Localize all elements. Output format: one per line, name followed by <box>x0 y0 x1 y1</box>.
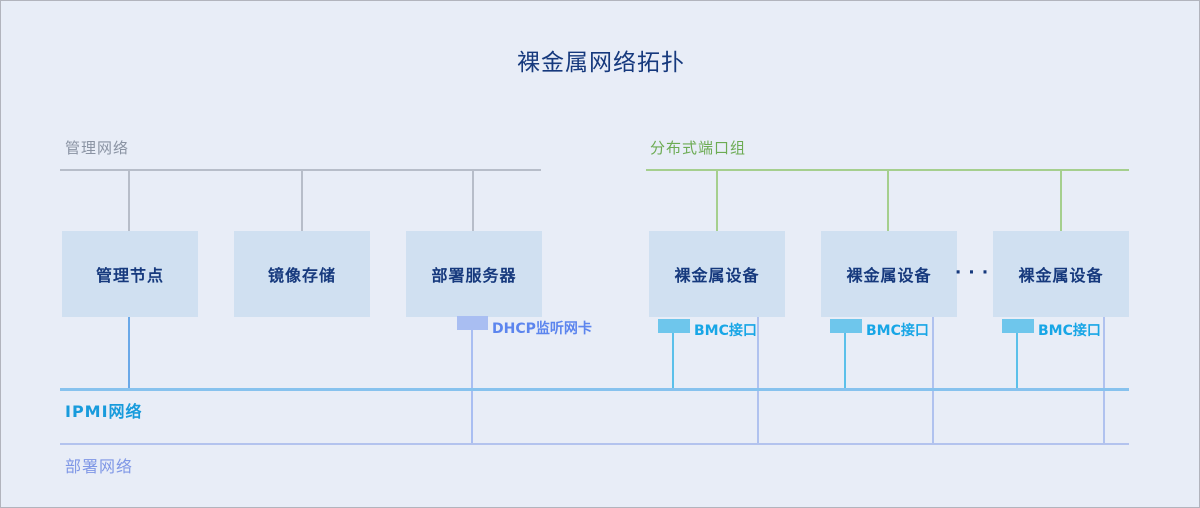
dhcp-nic-label: DHCP监听网卡 <box>492 321 592 337</box>
bmc-port-label-1: BMC接口 <box>694 323 757 339</box>
bmc-to-ipmi-line-3 <box>1016 333 1018 389</box>
management-drop-line-2 <box>301 169 303 231</box>
bmc-port-tag-3 <box>1002 319 1034 333</box>
management-node-to-ipmi-line <box>128 317 130 389</box>
port-group-label: 分布式端口组 <box>650 139 747 157</box>
ipmi-network-label: IPMI网络 <box>65 402 143 421</box>
ipmi-network-line <box>60 388 1129 391</box>
device-to-deployment-line-1 <box>757 317 759 443</box>
deployment-network-line <box>60 443 1129 445</box>
page-title: 裸金属网络拓扑 <box>517 50 685 76</box>
device-to-deployment-line-2 <box>932 317 934 443</box>
port-group-drop-line-2 <box>887 169 889 231</box>
node-baremetal-2: 裸金属设备 <box>821 231 957 317</box>
device-to-deployment-line-3 <box>1103 317 1105 443</box>
bmc-port-label-3: BMC接口 <box>1038 323 1101 339</box>
dhcp-nic-to-deployment-line <box>471 330 473 443</box>
management-network-line <box>60 169 541 171</box>
bmc-port-tag-2 <box>830 319 862 333</box>
bmc-port-tag-1 <box>658 319 690 333</box>
node-baremetal-3: 裸金属设备 <box>993 231 1129 317</box>
ellipsis: ··· <box>954 263 996 283</box>
deployment-network-label: 部署网络 <box>65 457 134 476</box>
management-network-label: 管理网络 <box>65 139 130 157</box>
port-group-drop-line-3 <box>1060 169 1062 231</box>
dhcp-nic-tag <box>457 316 488 330</box>
node-management: 管理节点 <box>62 231 198 317</box>
bmc-to-ipmi-line-2 <box>844 333 846 389</box>
node-image-storage: 镜像存储 <box>234 231 370 317</box>
management-drop-line-3 <box>472 169 474 231</box>
port-group-drop-line-1 <box>716 169 718 231</box>
management-drop-line-1 <box>128 169 130 231</box>
node-baremetal-1: 裸金属设备 <box>649 231 785 317</box>
bmc-to-ipmi-line-1 <box>672 333 674 389</box>
node-deploy-server: 部署服务器 <box>406 231 542 317</box>
bmc-port-label-2: BMC接口 <box>866 323 929 339</box>
